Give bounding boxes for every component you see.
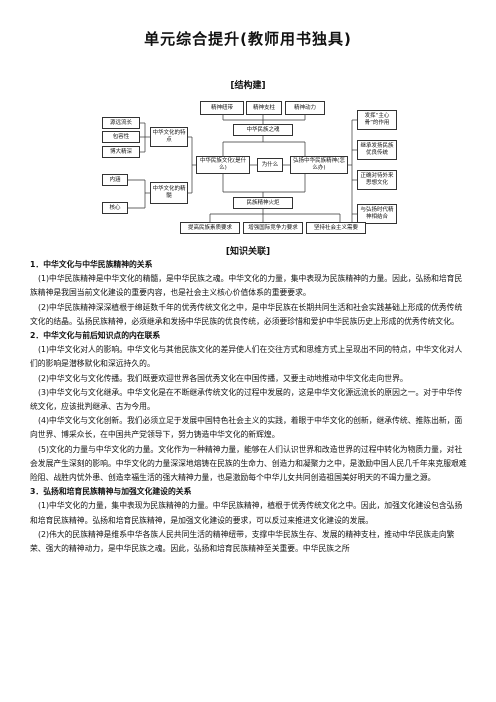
box-spirit-torch: 民族精神火炬: [233, 197, 293, 209]
paragraph-2-1: (1)中华文化对人的影响。中华文化与其他民族文化的差异使人们在交往方式和思维方式…: [30, 345, 463, 369]
box-culture-traits: 中华文化的特点: [150, 127, 188, 147]
paragraph-2-4: (4)中华文化与文化创新。我们必须立足于发展中国特色社会主义的实践，着眼于中华文…: [30, 416, 463, 440]
box-backbone-role: 发挥“主心骨”的作用: [357, 110, 397, 130]
paragraph-3-2: (2)伟大的民族精神是维系中华各族人民共同生活的精神纽带，支撑中华民族生存、发展…: [30, 529, 455, 554]
box-spirit-pillar: 精神支柱: [246, 101, 282, 115]
box-spirit-bond: 精神纽带: [200, 101, 244, 115]
box-foreign-culture: 正确对待外来思想文化: [357, 170, 397, 190]
box-competitiveness-requirement: 增强国际竞争力要求: [243, 222, 303, 234]
box-connotation: 内涵: [102, 174, 128, 186]
box-quality-requirement: 提高民族素质要求: [180, 222, 240, 234]
box-core: 核心: [102, 202, 128, 214]
concept-diagram: 精神纽带 精神支柱 精神动力 中华民族之魂 源远流长 包容性 博大精深 中华文化…: [100, 96, 400, 240]
page-title: 单元综合提升(教师用书独具): [144, 30, 352, 48]
box-spirit-power: 精神动力: [285, 101, 325, 115]
heading-1: 1．中华文化与中华民族精神的关系: [30, 260, 153, 269]
box-era-spirit: 与弘扬时代精神相结合: [357, 204, 397, 224]
body-text: 1．中华文化与中华民族精神的关系 (1)中华民族精神是中华文化的精髓，是中华民族…: [30, 258, 470, 556]
paragraph-3-1: (1)中华文化的力量，集中表现为民族精神的力量。中华民族精神，植根于优秀传统文化…: [30, 501, 463, 525]
box-national-soul: 中华民族之魂: [233, 124, 293, 136]
paragraph-2-3: (3)中华文化与文化继承。中华文化是在不断继承传统文化的过程中发展的，这是中华文…: [30, 387, 463, 412]
paragraph-2-5: (5)文化的力量与中华文化的力量。文化作为一种精神力量，能够在人们认识世界和改造…: [30, 444, 467, 483]
structure-heading: [结构建]: [230, 81, 266, 91]
box-inherit-tradition: 继承发扬民族优良传统: [357, 140, 397, 160]
heading-2: 2．中华文化与前后知识点的内在联系: [30, 331, 161, 341]
box-center-culture: 中华民族文化(是什么): [196, 156, 250, 174]
box-promote-spirit: 弘扬中华民族精神(怎么办): [290, 156, 348, 174]
diagram-connectors: [128, 115, 357, 228]
box-inclusiveness: 包容性: [102, 131, 140, 143]
paragraph-1-2: (2)中华民族精神深深植根于绵延数千年的优秀传统文化之中，是中华民族在长期共同生…: [30, 302, 463, 326]
box-profound: 博大精深: [102, 146, 140, 158]
box-culture-essence: 中华文化的精髓: [150, 182, 188, 204]
box-long-history: 源远流长: [102, 117, 140, 129]
box-why: 为什么: [257, 158, 283, 172]
paragraph-2-2: (2)中华文化与文化传播。我们既要欢迎世界各国优秀文化在中国传播，又要主动地推动…: [38, 373, 408, 383]
heading-3: 3．弘扬和培育民族精神与加强文化建设的关系: [30, 487, 192, 497]
box-socialism-requirement: 坚持社会主义需要: [306, 222, 366, 234]
knowledge-heading: [知识关联]: [225, 247, 271, 257]
paragraph-1-1: (1)中华民族精神是中华文化的精髓，是中华民族之魂。中华文化的力量，集中表现为民…: [30, 274, 463, 298]
